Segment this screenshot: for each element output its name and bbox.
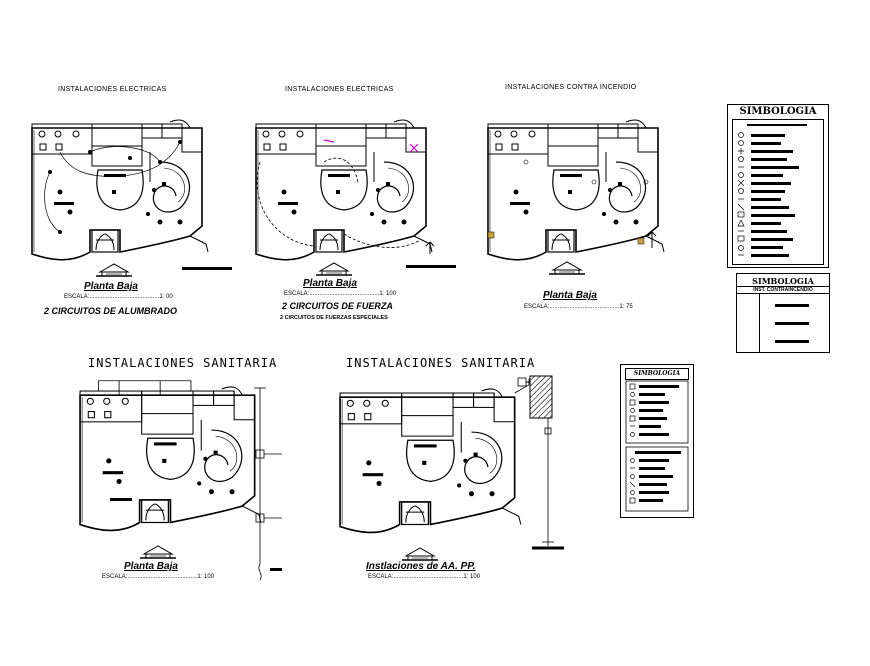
legend-electrical-title: SIMBOLOGIA	[739, 106, 817, 117]
legend-sanitary-title-box: SIMBOLOGIA	[625, 368, 689, 380]
legend-sanitary-title: SIMBOLOGIA	[633, 370, 681, 377]
plan2-floorplan	[255, 119, 435, 261]
plan4-scale: ESCALA:.................................…	[102, 574, 215, 580]
plan3-header: INSTALACIONES CONTRA INCENDIO	[505, 84, 637, 91]
legend-sanitary: SIMBOLOGIA	[620, 364, 694, 518]
plan3-compass-icon	[548, 261, 586, 275]
plan2-title: Planta Baja	[303, 278, 357, 289]
legend-electrical-table	[732, 119, 824, 265]
plan5-header: INSTALACIONES SANITARIA	[346, 356, 536, 370]
plan4-title: Planta Baja	[124, 561, 178, 572]
plan1-header: INSTALACIONES ELECTRICAS	[58, 86, 167, 93]
legend-sanitary-rows	[625, 380, 689, 512]
plan1-compass-icon	[95, 263, 133, 277]
legend-electrical: SIMBOLOGIA	[727, 104, 829, 268]
plan3-floorplan	[487, 119, 665, 261]
plan1-note: 2 CIRCUITOS DE ALUMBRADO	[44, 306, 178, 316]
plan4-floorplan	[79, 380, 262, 532]
plan4-riser-diagram	[254, 387, 282, 581]
legend-fire-subtitle: INST. CONTRAINCENDIO	[737, 286, 829, 294]
plan5-floorplan	[339, 378, 530, 534]
plan1-floorplan	[31, 119, 209, 261]
plan2-header: INSTALACIONES ELECTRICAS	[285, 86, 394, 93]
legend-electrical-rows	[737, 132, 799, 257]
plan1-label-bar	[182, 267, 232, 270]
plan4-header: INSTALACIONES SANITARIA	[88, 356, 278, 370]
plan5-scale: ESCALA:.................................…	[368, 574, 481, 580]
plan3-scale: ESCALA:.................................…	[524, 304, 633, 310]
plan1-scale: ESCALA:.................................…	[64, 294, 173, 300]
plan1-title: Planta Baja	[84, 281, 138, 292]
plan2-label-bar	[406, 265, 456, 268]
plan2-subnote: 2 CIRCUITOS DE FUERZAS ESPECIALES	[280, 315, 388, 321]
legend-fire-title: SIMBOLOGIA	[752, 276, 814, 286]
plan5-water-tank-diagram	[517, 375, 564, 550]
plan2-note: 2 CIRCUITOS DE FUERZA	[282, 301, 393, 311]
plan3-title: Planta Baja	[543, 290, 597, 301]
plan4-label-bar	[110, 498, 132, 501]
plan5-title: Instlaciones de AA. PP.	[366, 561, 476, 572]
legend-fire: SIMBOLOGIA INST. CONTRAINCENDIO	[736, 273, 830, 353]
plan2-scale: ESCALA:.................................…	[284, 291, 397, 297]
